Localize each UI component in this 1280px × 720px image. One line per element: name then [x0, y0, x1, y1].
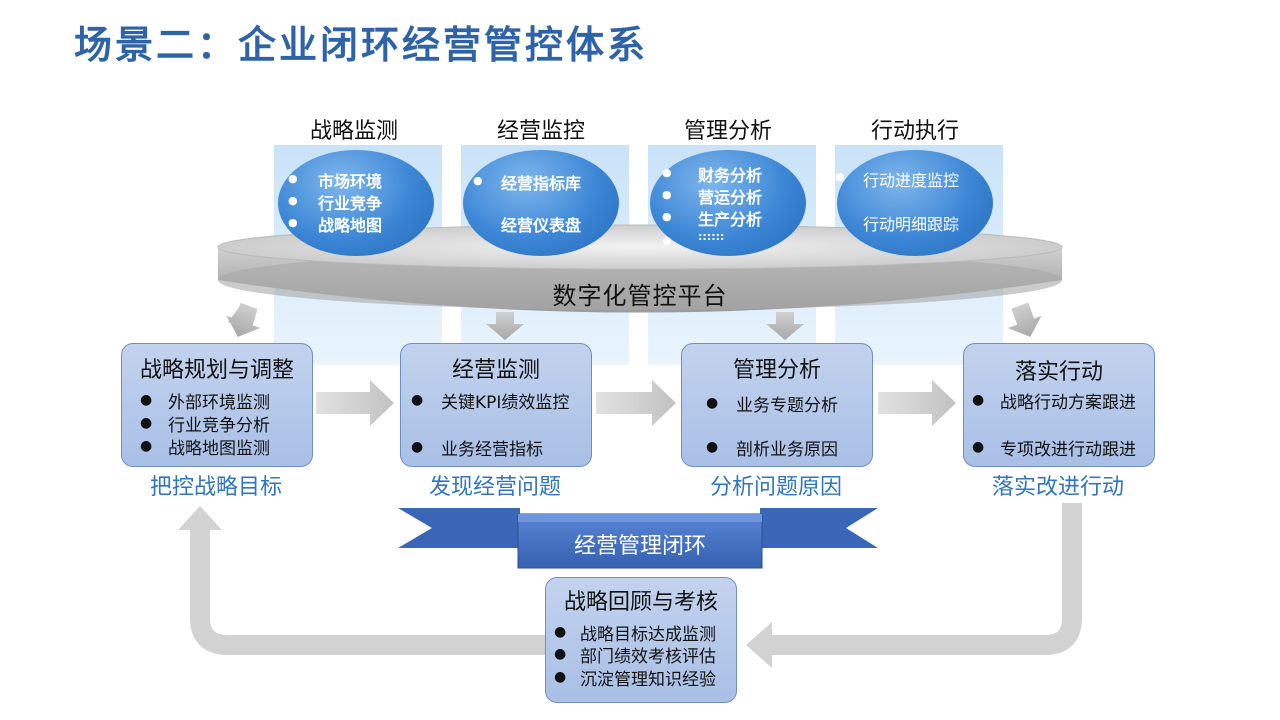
- box-item: 外部环境监测: [168, 393, 270, 413]
- ellipse-item: 经营仪表盘: [501, 216, 582, 235]
- loop-arrows: [190, 503, 1082, 655]
- bullet: ●: [288, 172, 298, 185]
- ellipse-management-analysis: ● 财务分析 ● 营运分析 ● 生产分析 ● ::::::: [650, 150, 806, 256]
- ellipse-item: 战略地图: [318, 216, 383, 235]
- ellipse-item: 经营指标库: [501, 174, 582, 193]
- box-item: 业务专题分析: [736, 396, 838, 416]
- bullet: ●: [662, 188, 672, 201]
- ellipse-item: 市场环境: [318, 172, 383, 191]
- ellipse-item: 营运分析: [698, 188, 763, 207]
- ellipse-item: 生产分析: [698, 210, 763, 229]
- column-head-strategy-monitoring: 战略监测: [309, 119, 398, 144]
- box-item: 战略地图监测: [168, 439, 270, 459]
- loop-banner-label: 经营管理闭环: [573, 534, 706, 559]
- box-head: 战略回顾与考核: [563, 590, 718, 615]
- column-head-operation-monitoring: 经营监控: [496, 119, 585, 144]
- box-head: 战略规划与调整: [139, 358, 294, 383]
- bullet: ●: [411, 439, 424, 455]
- box-head: 落实行动: [1014, 360, 1103, 385]
- column-head-action-execution: 行动执行: [870, 119, 959, 144]
- ellipse-item: ::::::: [698, 230, 725, 243]
- box-item: 剖析业务原因: [736, 440, 838, 460]
- platform-disc: [217, 224, 1063, 313]
- ellipse-strategy-monitoring: ● 市场环境 ● 行业竞争 ● 战略地图: [278, 150, 434, 256]
- box-strategy-planning: 战略规划与调整 ● 外部环境监测 ● 行业竞争分析 ● 战略地图监测: [121, 343, 313, 467]
- page-title: 场景二：企业闭环经营管控体系: [74, 23, 649, 67]
- loop-banner: [398, 508, 878, 569]
- box-head: 管理分析: [732, 358, 821, 383]
- box-item: 行业竞争分析: [168, 416, 270, 436]
- ellipse-item: 行动进度监控: [863, 171, 960, 190]
- bullet: ●: [706, 395, 719, 411]
- ellipse-item: 行业竞争: [318, 194, 383, 213]
- bullet: ●: [140, 438, 153, 454]
- box-implement-action: 落实行动 ● 战略行动方案跟进 ● 专项改进行动跟进: [963, 343, 1155, 467]
- box-operation-monitoring: 经营监测 ● 关键KPI绩效监控 ● 业务经营指标: [400, 343, 592, 467]
- bullet: ●: [972, 439, 985, 455]
- ellipse-operation-monitoring: ● 经营指标库 经营仪表盘: [463, 150, 619, 256]
- bullet: ●: [473, 174, 483, 187]
- box-item: 部门绩效考核评估: [580, 647, 716, 667]
- bullet: ●: [140, 415, 153, 431]
- goal-analyze-causes: 分析问题原因: [709, 475, 842, 500]
- goal-control-strategy: 把控战略目标: [149, 475, 282, 500]
- box-item: 业务经营指标: [441, 440, 543, 460]
- bullet: ●: [554, 669, 567, 685]
- bullet: ●: [835, 170, 845, 183]
- bullet: ●: [288, 194, 298, 207]
- goal-improve-actions: 落实改进行动: [991, 475, 1124, 500]
- goal-find-problems: 发现经营问题: [428, 475, 561, 500]
- ellipse-action-execution: ● 行动进度监控 行动明细跟踪: [835, 150, 993, 256]
- bullet: ●: [706, 439, 719, 455]
- loop-arrow-head-left: [746, 622, 772, 668]
- column-head-management-analysis: 管理分析: [683, 119, 772, 144]
- box-item: 战略目标达成监测: [580, 625, 716, 645]
- box-strategy-review: 战略回顾与考核 ● 战略目标达成监测 ● 部门绩效考核评估 ● 沉淀管理知识经验: [545, 577, 737, 703]
- horizontal-arrows: [316, 380, 956, 426]
- box-item: 沉淀管理知识经验: [580, 670, 716, 690]
- loop-arrow-head-up: [178, 506, 222, 530]
- box-item: 战略行动方案跟进: [1000, 393, 1136, 413]
- platform-label: 数字化管控平台: [552, 282, 728, 310]
- bullet: ●: [140, 392, 153, 408]
- bullet: ●: [554, 646, 567, 662]
- ellipse-item: 财务分析: [698, 166, 763, 185]
- bullet: ●: [972, 392, 985, 408]
- box-item: 关键KPI绩效监控: [441, 393, 570, 413]
- bullet: ●: [554, 624, 567, 640]
- bullet: ●: [411, 392, 424, 408]
- down-arrows: [226, 302, 1042, 340]
- bullet: ●: [662, 210, 672, 223]
- box-management-analysis: 管理分析 ● 业务专题分析 ● 剖析业务原因: [681, 343, 873, 467]
- ellipse-item: 行动明细跟踪: [863, 215, 960, 234]
- box-head: 经营监测: [451, 358, 540, 383]
- bullet: ●: [662, 166, 672, 179]
- box-item: 专项改进行动跟进: [1000, 440, 1136, 460]
- bullet: ●: [288, 216, 298, 229]
- bullet: ●: [662, 234, 672, 247]
